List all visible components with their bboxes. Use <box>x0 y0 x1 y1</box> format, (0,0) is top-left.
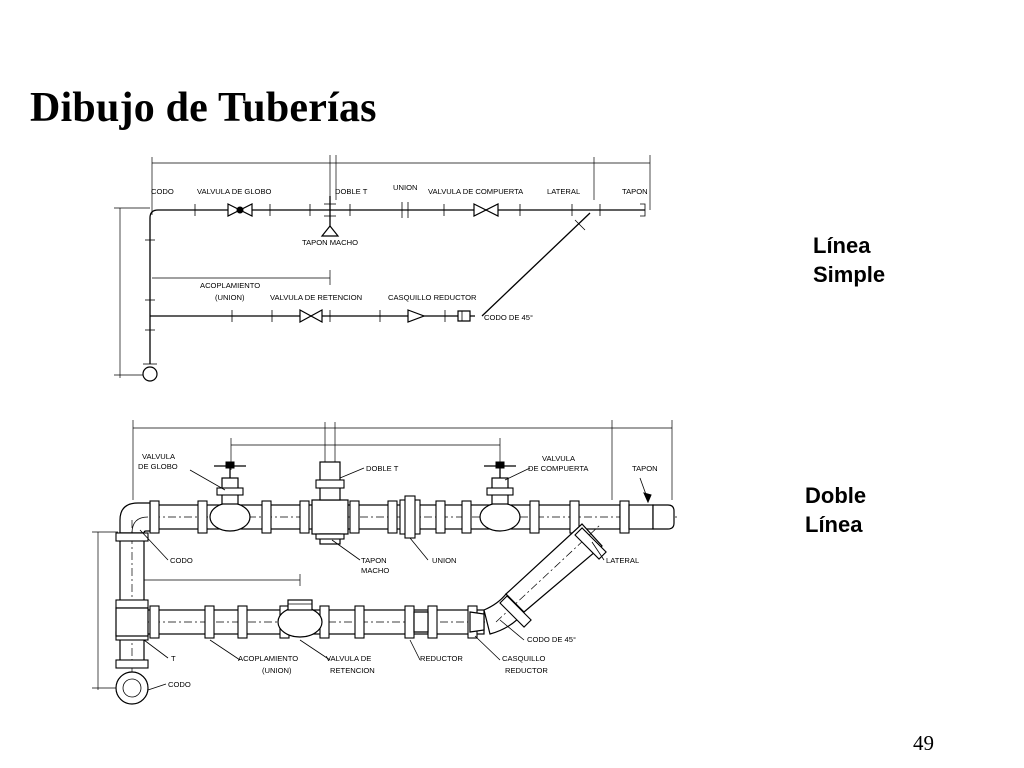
double-label-codo-bottom: CODO <box>168 680 191 689</box>
double-check-valve-icon <box>277 599 323 638</box>
double-label-casquillo-2: REDUCTOR <box>505 666 548 675</box>
double-line-label: Doble Línea <box>805 481 866 539</box>
double-line-labels: VALVULA DE GLOBO DOBLE T VALVULA DE COMP… <box>138 452 658 689</box>
double-label-valvula-globo-1: VALVULA <box>142 452 176 461</box>
double-label-reductor: REDUCTOR <box>420 654 463 663</box>
single-codo-bottom-circle <box>142 366 158 382</box>
double-label-valvula-compuerta-2: DE COMPUERTA <box>528 464 589 473</box>
single-globe-valve-icon <box>227 203 253 217</box>
double-label-tapon-macho-2: MACHO <box>361 566 389 575</box>
double-label-tapon: TAPON <box>632 464 658 473</box>
double-label-valvula-globo-2: DE GLOBO <box>138 462 178 471</box>
page-number: 49 <box>913 731 934 755</box>
single-gate-valve-icon <box>473 203 499 217</box>
single-line-pipes <box>142 202 646 382</box>
double-label-valvula-compuerta-1: VALVULA <box>542 454 576 463</box>
double-globe-valve-icon <box>209 461 251 532</box>
double-elbow-bottom-icon <box>115 671 149 705</box>
single-label-valvula-compuerta: VALVULA DE COMPUERTA <box>428 187 524 196</box>
single-label-acoplamiento: ACOPLAMIENTO <box>200 281 260 290</box>
double-label-acoplamiento-1: ACOPLAMIENTO <box>238 654 298 663</box>
double-line-dimensions <box>92 420 673 690</box>
single-label-tapon: TAPON <box>622 187 648 196</box>
double-line-label-line-1: Doble <box>805 483 867 508</box>
single-label-tapon-macho: TAPON MACHO <box>302 238 358 247</box>
single-line-dimensions <box>114 155 651 378</box>
double-left-pipe <box>115 520 149 700</box>
single-label-casquillo-reductor: CASQUILLO REDUCTOR <box>388 293 477 302</box>
single-doble-t-icon <box>320 196 340 237</box>
single-label-valvula-globo: VALVULA DE GLOBO <box>197 187 272 196</box>
single-line-diagram: CODO VALVULA DE GLOBO DOBLE T UNION VALV… <box>114 155 651 382</box>
slide-title: Dibujo de Tuberías <box>30 85 377 131</box>
double-t-fitting-icon <box>115 607 149 637</box>
double-elbow-top-icon <box>119 502 151 534</box>
double-union-icon <box>399 495 421 539</box>
single-label-lateral: LATERAL <box>547 187 580 196</box>
single-check-valve-icon <box>299 308 323 324</box>
double-label-union: UNION <box>432 556 456 565</box>
double-lateral-branch <box>483 523 607 635</box>
double-line-label-line-2: Línea <box>805 512 863 537</box>
single-line-labels: CODO VALVULA DE GLOBO DOBLE T UNION VALV… <box>151 183 648 322</box>
single-label-codo: CODO <box>151 187 174 196</box>
single-label-doble-t: DOBLE T <box>335 187 368 196</box>
double-label-t: T <box>171 654 176 663</box>
double-label-doble-t: DOBLE T <box>366 464 399 473</box>
single-label-union: UNION <box>393 183 417 192</box>
double-line-diagram: VALVULA DE GLOBO DOBLE T VALVULA DE COMP… <box>92 420 680 705</box>
single-line-label: Línea Simple <box>813 231 885 289</box>
single-label-valvula-retencion: VALVULA DE RETENCION <box>270 293 362 302</box>
double-gate-valve-icon <box>479 461 521 532</box>
double-leader-lines <box>139 467 605 691</box>
double-reducer-icon <box>413 611 485 633</box>
double-tapon-icon <box>619 500 675 534</box>
single-label-codo-45: CODO DE 45° <box>484 313 533 322</box>
double-label-casquillo-1: CASQUILLO <box>502 654 546 663</box>
single-line-label-line-1: Línea <box>813 233 871 258</box>
single-bushing-icon <box>457 310 471 322</box>
double-doble-t-icon <box>311 461 349 545</box>
double-label-tapon-macho-1: TAPON <box>361 556 387 565</box>
double-label-valvula-retencion-2: RETENCION <box>330 666 375 675</box>
double-label-lateral: LATERAL <box>606 556 639 565</box>
double-label-codo-45: CODO DE 45° <box>527 635 576 644</box>
single-label-acoplamiento-sub: (UNION) <box>215 293 245 302</box>
single-reducer-icon <box>407 309 426 323</box>
single-line-label-line-2: Simple <box>813 262 886 287</box>
double-tapon-arrow <box>639 477 652 504</box>
double-label-valvula-retencion-1: VALVULA DE <box>326 654 371 663</box>
double-label-acoplamiento-2: (UNION) <box>262 666 292 675</box>
double-label-codo: CODO <box>170 556 193 565</box>
